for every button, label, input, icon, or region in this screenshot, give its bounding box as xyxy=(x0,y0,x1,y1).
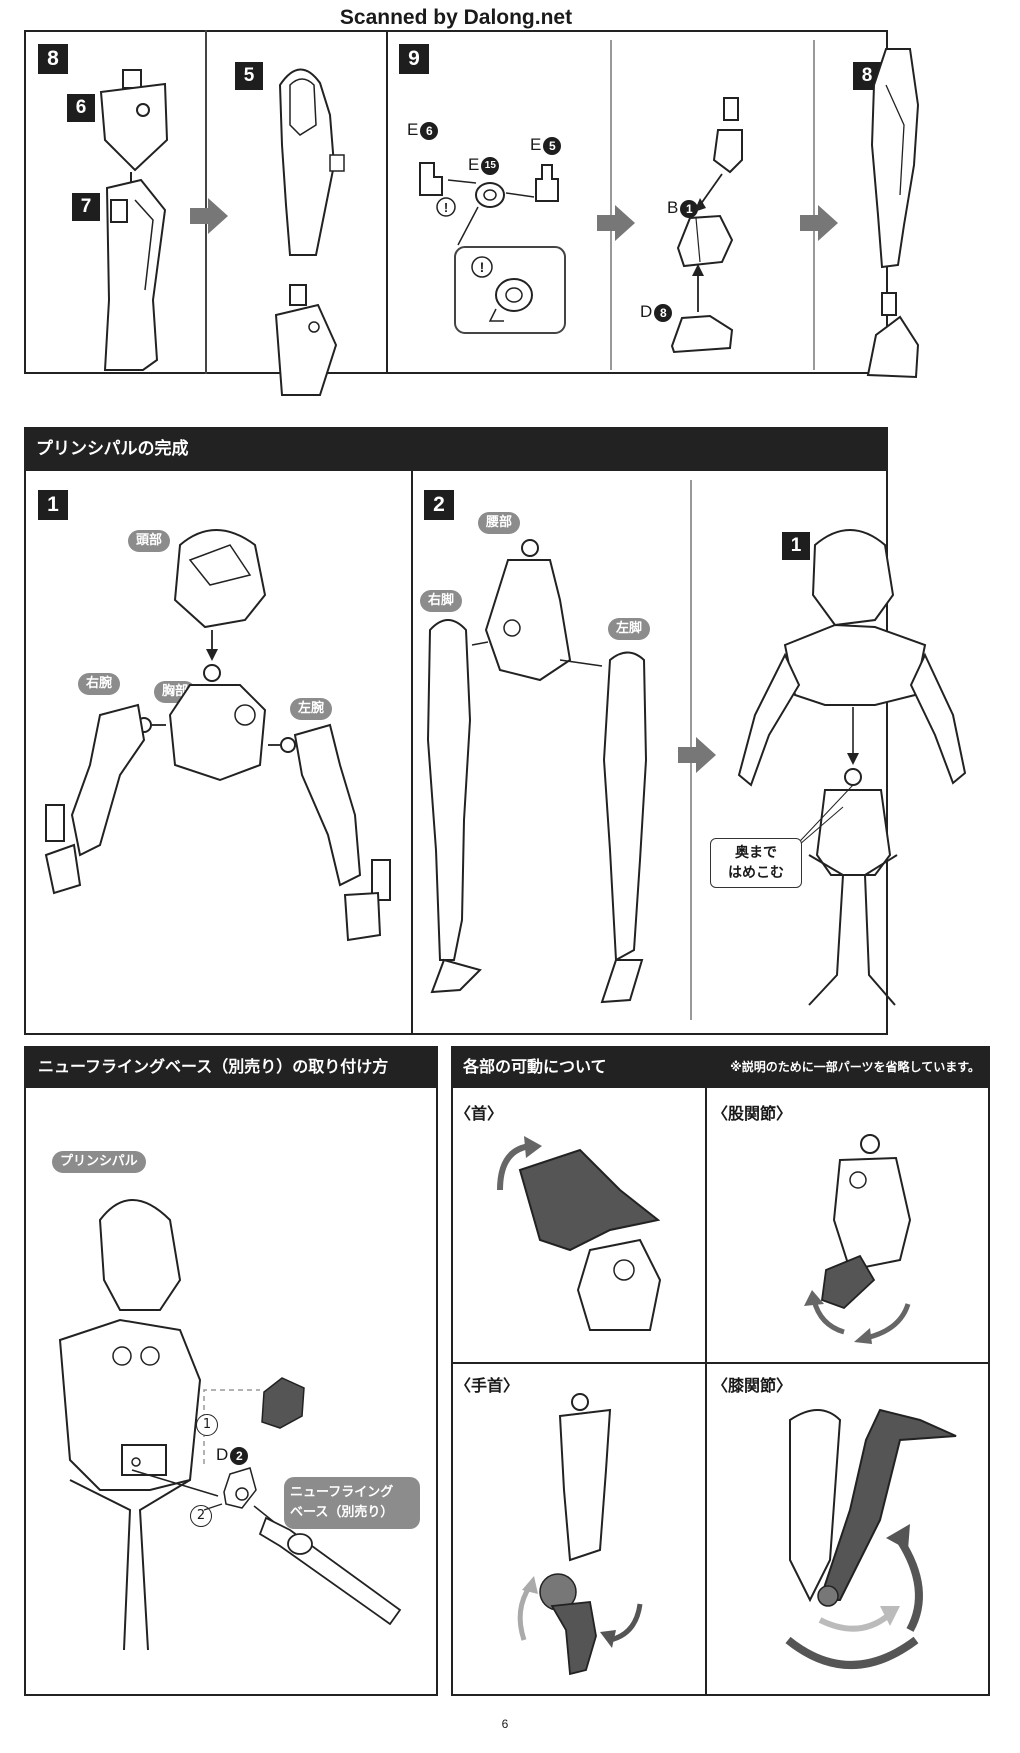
insert-fully-callout: 奥まで はめこむ xyxy=(710,838,802,888)
grid-divider xyxy=(451,1362,990,1364)
svg-text:!: ! xyxy=(444,200,448,215)
flying-base-label-line: ニューフライング xyxy=(290,1485,394,1500)
part-letter: D xyxy=(640,302,653,321)
upper-body-assembly-drawing xyxy=(44,529,391,942)
lower-body-assembly-drawing xyxy=(426,539,648,1004)
wrist-label: 〈手首〉 xyxy=(455,1376,520,1395)
step-number: 9 xyxy=(399,44,429,74)
waist-tag: 腰部 xyxy=(478,512,521,534)
head-tag: 頭部 xyxy=(128,530,171,552)
base-connector-part-drawing xyxy=(261,1377,305,1429)
wrist-rotation-drawing xyxy=(517,1393,643,1676)
upper-leg-part-drawing xyxy=(99,69,169,371)
part-circle-number: 6 xyxy=(420,121,439,140)
step-number: 8 xyxy=(38,44,68,74)
assembly-arrow xyxy=(800,205,838,241)
assembly-arrow xyxy=(678,737,716,773)
part-circle-number: 8 xyxy=(654,303,673,322)
assembled-leg-drawing xyxy=(274,68,345,396)
part-number: 7 xyxy=(72,193,100,221)
dashed-guide xyxy=(203,1389,260,1464)
page-number: 6 xyxy=(501,1717,509,1731)
neck-rotation-drawing xyxy=(497,1136,662,1331)
step-number: 1 xyxy=(38,490,68,520)
step-circle: 1 xyxy=(196,1414,218,1436)
callout-line: 奥まで xyxy=(735,845,777,861)
principal-tag: プリンシパル xyxy=(52,1151,146,1173)
step-divider-thick xyxy=(411,471,413,1035)
part-circle-number: 2 xyxy=(230,1446,249,1465)
hip-label: 〈股関節〉 xyxy=(712,1104,793,1123)
part-circle-number: 5 xyxy=(543,136,562,155)
left-leg-tag: 左脚 xyxy=(608,618,651,640)
part-letter: B xyxy=(667,198,679,217)
movement-title: 各部の可動について xyxy=(463,1057,607,1076)
step-number: 2 xyxy=(424,490,454,520)
flying-base-label: ニューフライング ベース（別売り） xyxy=(284,1477,420,1529)
neck-label: 〈首〉 xyxy=(455,1104,504,1123)
part-letter: E xyxy=(468,155,480,174)
section-title-bar: ニューフライングベース（別売り）の取り付け方 xyxy=(24,1046,438,1088)
svg-text:!: ! xyxy=(480,259,485,275)
part-circle-number: 1 xyxy=(680,199,699,218)
part-letter: D xyxy=(216,1445,229,1464)
part-number: 1 xyxy=(782,532,810,560)
part-letter: E xyxy=(530,135,542,154)
section-title-bar: 各部の可動について ※説明のために一部パーツを省略しています。 xyxy=(451,1046,990,1088)
part-number: 5 xyxy=(235,62,263,90)
left-arm-tag: 左腕 xyxy=(290,698,333,720)
knee-label: 〈膝関節〉 xyxy=(712,1376,793,1395)
assembly-arrow xyxy=(597,205,635,241)
flying-base-label-line: ベース（別売り） xyxy=(290,1505,394,1520)
step-circle: 2 xyxy=(190,1505,212,1527)
foot-assembly-drawing xyxy=(670,97,743,354)
part-number: 6 xyxy=(67,94,95,122)
section-title-bar: プリンシパルの完成 xyxy=(24,427,888,471)
movement-note: ※説明のために一部パーツを省略しています。 xyxy=(730,1060,980,1074)
watermark: Scanned by Dalong.net xyxy=(339,6,573,29)
step-divider xyxy=(610,40,612,370)
callout-line: はめこむ xyxy=(728,865,784,881)
step-divider xyxy=(813,40,815,370)
assembly-arrow xyxy=(190,198,228,234)
figure-back-drawing xyxy=(58,1199,202,1651)
step-divider xyxy=(205,30,207,374)
foot-joint-parts-drawing: ! ! xyxy=(419,162,566,334)
knee-rotation-drawing xyxy=(785,1408,957,1669)
finished-leg-drawing xyxy=(866,48,920,379)
part-letter: E xyxy=(407,120,419,139)
right-leg-tag: 右脚 xyxy=(420,590,463,612)
right-arm-tag: 右腕 xyxy=(78,673,121,695)
step-divider-thick xyxy=(386,30,388,374)
complete-figure-drawing xyxy=(737,529,967,1006)
base-attach-drawing xyxy=(131,1467,402,1626)
grid-divider xyxy=(705,1088,707,1696)
hip-rotation-drawing xyxy=(804,1134,912,1344)
part-circle-number: 15 xyxy=(481,156,500,175)
